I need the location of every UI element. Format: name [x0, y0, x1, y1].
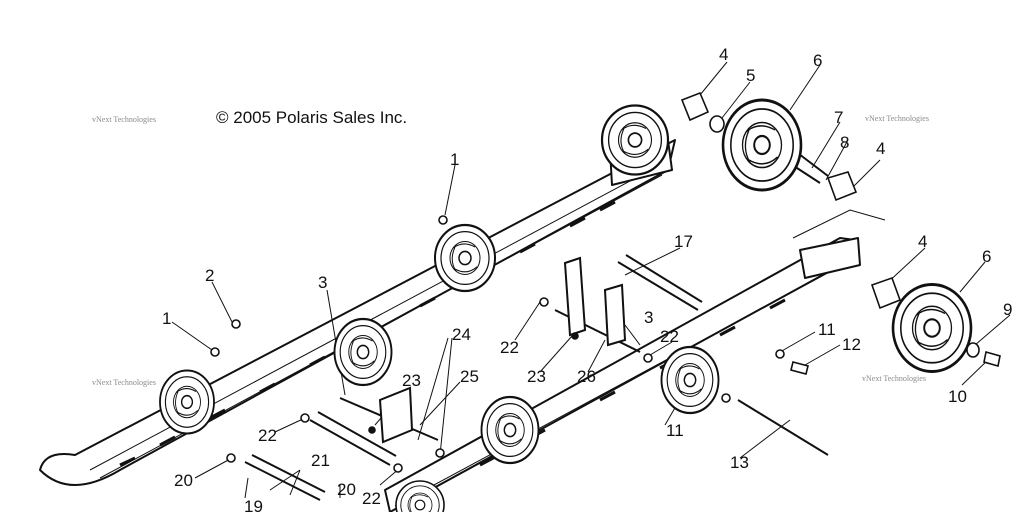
callout-4: 4: [918, 232, 927, 251]
callout-9: 9: [1003, 300, 1012, 319]
callout-25: 25: [460, 367, 479, 386]
callout-4: 4: [719, 45, 728, 64]
callout-11: 11: [818, 320, 836, 339]
callout-24: 24: [452, 325, 471, 344]
callout-20: 20: [174, 471, 193, 490]
callout-6: 6: [813, 51, 822, 70]
callout-22: 22: [362, 489, 381, 508]
callout-22: 22: [500, 338, 519, 357]
callout-13: 13: [730, 453, 749, 472]
watermark: vNext Technologies: [92, 115, 156, 124]
callout-11: 11: [666, 421, 684, 440]
idler-wheels: [158, 98, 973, 512]
callout-2: 2: [205, 266, 214, 285]
callout-7: 7: [834, 108, 843, 127]
callout-labels: 1 1 2 3 3 4 4 4 5 6 6 7 8 9 10 11 11 12 …: [162, 45, 1012, 512]
callout-8: 8: [840, 133, 849, 152]
callout-1: 1: [450, 150, 459, 169]
callout-3: 3: [318, 273, 327, 292]
callout-1: 1: [162, 309, 171, 328]
callout-26: 26: [577, 367, 596, 386]
pivot-brackets: [378, 256, 627, 444]
callout-3: 3: [644, 308, 653, 327]
watermark: vNext Technologies: [92, 378, 156, 387]
callout-20: 20: [337, 480, 356, 499]
callout-6: 6: [982, 247, 991, 266]
watermark: vNext Technologies: [862, 374, 926, 383]
callout-22: 22: [258, 426, 277, 445]
callout-5: 5: [746, 66, 755, 85]
callout-19: 19: [244, 497, 263, 512]
callout-23: 23: [527, 367, 546, 386]
callout-4: 4: [876, 139, 885, 158]
leader-lines: [171, 61, 1011, 499]
callout-23: 23: [402, 371, 421, 390]
callout-10: 10: [948, 387, 967, 406]
copyright-notice: © 2005 Polaris Sales Inc.: [216, 108, 408, 127]
callout-17: 17: [674, 232, 693, 251]
small-hardware: [210, 91, 1001, 473]
callout-22: 22: [660, 327, 679, 346]
callout-21: 21: [311, 451, 330, 470]
watermark: vNext Technologies: [865, 114, 929, 123]
callout-12: 12: [842, 335, 861, 354]
